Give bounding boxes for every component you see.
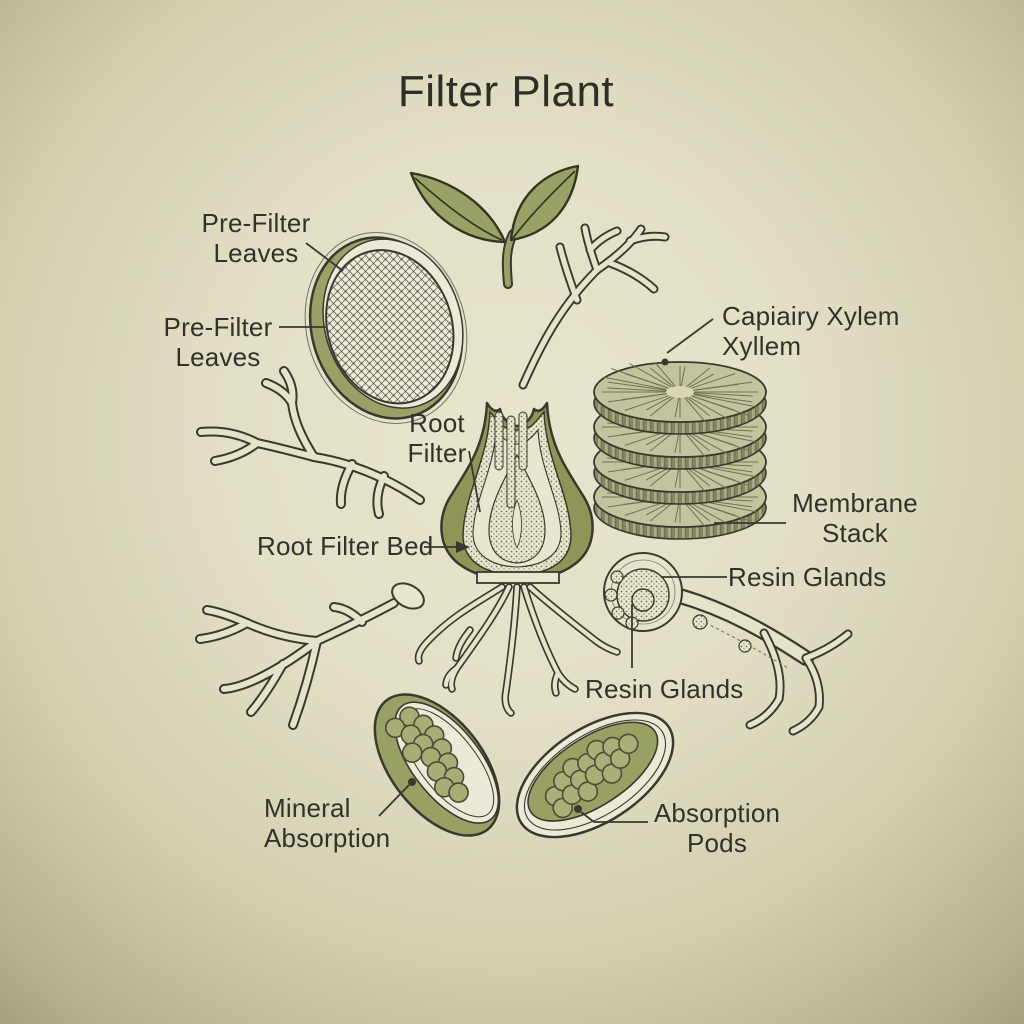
label-pre-filter-leaves-1: Pre-Filter Leaves [158, 208, 354, 268]
branch-twig-upper-right [523, 228, 665, 385]
label-mineral-absorption: Mineral Absorption [264, 793, 390, 853]
label-line: Absorption [653, 798, 781, 828]
label-line: Absorption [264, 823, 391, 853]
label-line: Pre-Filter [201, 208, 311, 238]
label-pre-filter-leaves-2: Pre-Filter Leaves [120, 312, 316, 372]
label-line: Pods [686, 828, 748, 858]
label-root-filter-bed: Root Filter Bed [257, 531, 433, 561]
label-root-filter: Root Filter [390, 408, 484, 468]
mineral-absorption-pod [373, 693, 501, 837]
label-line: Filter [407, 438, 467, 468]
pre-filter-mesh-disc [304, 232, 468, 424]
membrane-stack-discs [593, 351, 767, 540]
absorption-pod [515, 711, 675, 839]
label-line: Capiairy Xylem [722, 301, 900, 331]
label-resin-glands-2: Resin Glands [585, 674, 743, 704]
label-line: Stack [821, 518, 889, 548]
label-line: Resin Glands [728, 562, 887, 592]
resin-gland [603, 552, 848, 731]
seedling-sprout [409, 164, 580, 289]
label-line: Mineral [264, 793, 351, 823]
label-line: Leaves [213, 238, 299, 268]
label-resin-glands-1: Resin Glands [728, 562, 886, 592]
label-line: Leaves [175, 342, 261, 372]
page-title: Filter Plant [397, 67, 615, 116]
label-line: Xyllem [722, 331, 802, 361]
label-absorption-pods: Absorption Pods [649, 798, 785, 858]
label-line: Root [409, 408, 465, 438]
label-membrane-stack: Membrane Stack [789, 488, 921, 548]
label-line: Resin Glands [585, 674, 744, 704]
leader-lines [279, 242, 786, 823]
label-line: Root Filter Bed [257, 531, 434, 561]
label-capillary-xylem: Capiairy Xylem Xyllem [722, 301, 952, 361]
label-line: Membrane [792, 488, 918, 518]
root-filter-bulb [418, 401, 617, 713]
label-line: Pre-Filter [163, 312, 273, 342]
branch-twig-left-lower [200, 582, 425, 725]
